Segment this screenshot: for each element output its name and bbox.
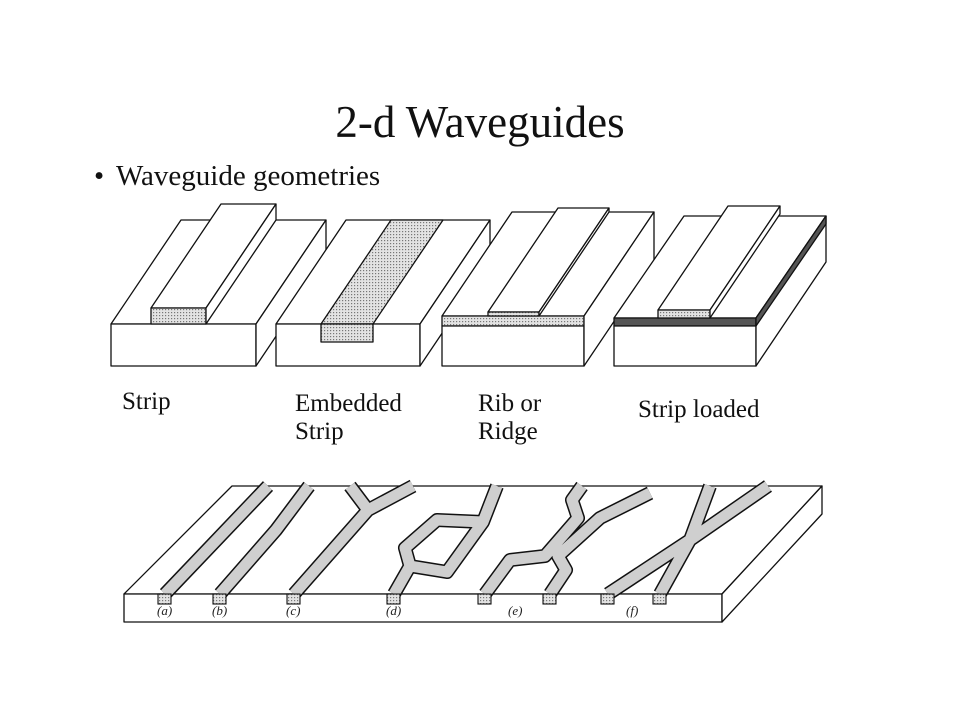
channel-e (479, 481, 654, 599)
label-strip: Strip (122, 388, 171, 415)
bullet-dot-icon: • (94, 160, 105, 192)
sublabel-b: (b) (212, 603, 227, 618)
channel-b (214, 481, 315, 599)
rib-waveguide-figure (441, 207, 655, 367)
sublabel-d: (d) (386, 603, 401, 618)
channel-f (604, 480, 772, 600)
sublabel-f: (f) (626, 603, 638, 618)
strip-loaded-waveguide-figure (613, 205, 827, 367)
slide-title: 2-d Waveguides (335, 97, 625, 147)
channel-d (387, 483, 504, 598)
channel-a (159, 481, 274, 599)
sublabel-c: (c) (286, 603, 300, 618)
label-strip-loaded: Strip loaded (638, 396, 760, 423)
bullet-text: Waveguide geometries (116, 160, 381, 192)
channel-c (288, 479, 417, 599)
bullet-item: • Waveguide geometries (94, 158, 380, 194)
strip-waveguide-figure (110, 203, 327, 367)
label-rib-or-ridge: Rib or Ridge (478, 390, 542, 445)
sublabel-a: (a) (157, 603, 172, 618)
label-embedded-strip: Embedded Strip (295, 390, 402, 445)
sublabel-e: (e) (508, 603, 522, 618)
integrated-optics-slab-figure (123, 485, 823, 623)
channel-end-faces (157, 593, 667, 605)
embedded-strip-waveguide-figure (275, 219, 491, 367)
